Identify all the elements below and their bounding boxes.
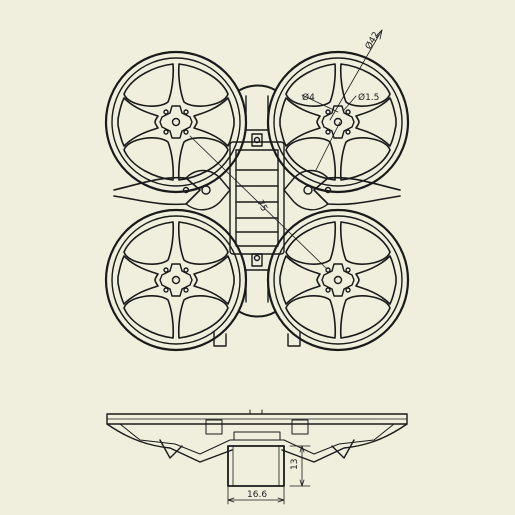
duct-top-left <box>104 50 248 194</box>
dimension-lines-side <box>227 445 311 505</box>
dim-hole-large: Ø4 <box>302 92 315 103</box>
dim-height: 13 <box>290 459 300 470</box>
center-body <box>113 84 401 347</box>
side-view <box>106 409 408 487</box>
dim-diagonal: 75 <box>254 199 268 214</box>
duct-top-right <box>266 50 410 194</box>
dim-hole-small: Ø1.5 <box>358 92 379 103</box>
duct-bottom-right <box>266 208 410 352</box>
dim-width: 16.6 <box>247 490 267 500</box>
dimension-lines-top <box>189 29 383 269</box>
duct-bottom-left <box>104 208 248 352</box>
